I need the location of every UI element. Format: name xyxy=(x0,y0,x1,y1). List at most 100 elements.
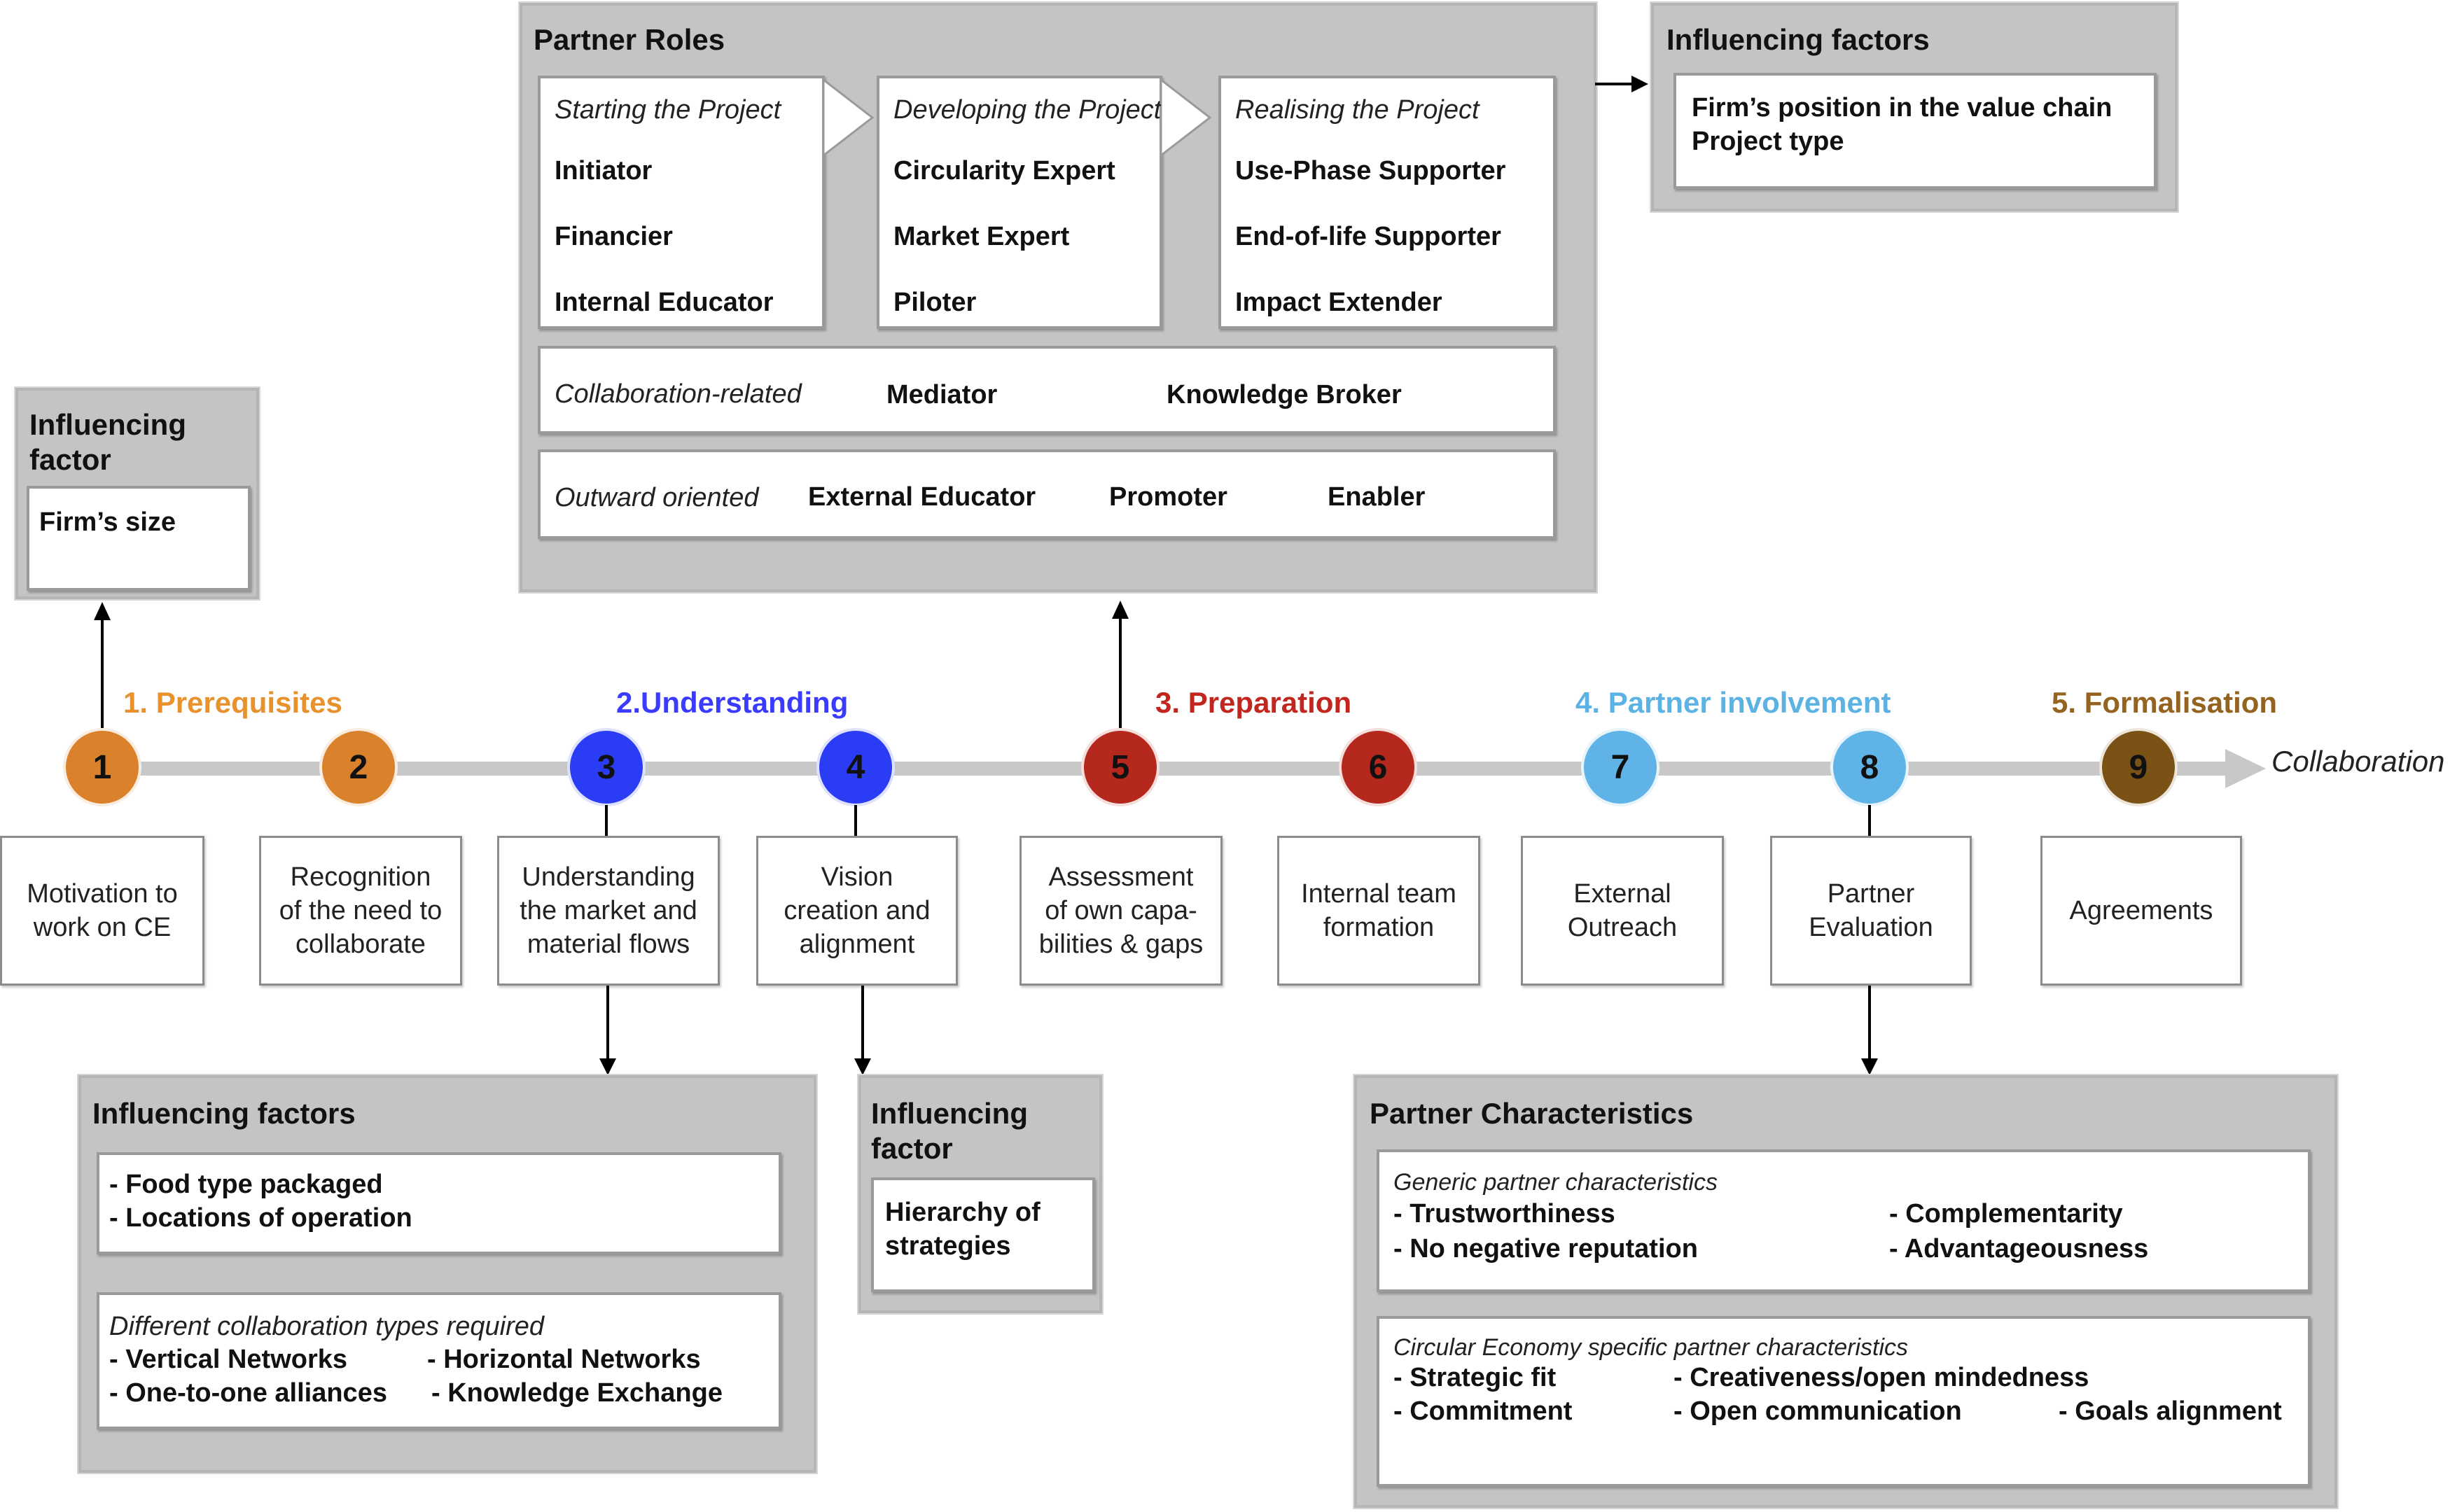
chevron-arrow-icon xyxy=(823,78,875,157)
role-piloter: Piloter xyxy=(893,288,977,317)
role-mediator: Mediator xyxy=(886,380,998,410)
starting-project-box xyxy=(538,76,825,329)
role-initiator: Initiator xyxy=(555,156,653,186)
step-1-box: Motivation to work on CE xyxy=(0,836,204,986)
developing-project-box xyxy=(877,76,1162,329)
phase-preparation: 3. Preparation xyxy=(1155,686,1352,719)
step-5-box: Assessment of own capa- bilities & gaps xyxy=(1019,836,1223,986)
collaboration-related-label: Collaboration-related xyxy=(555,379,802,409)
influence-size-box xyxy=(27,486,251,591)
influence-vision-box xyxy=(871,1177,1095,1292)
factor-value-chain-position: Firm’s position in the value chain xyxy=(1692,93,2113,122)
generic-characteristics-box xyxy=(1377,1149,2311,1292)
influence-size-title-line2: factor xyxy=(29,443,111,476)
step-9-circle: 9 xyxy=(2099,728,2178,806)
factor-hierarchy-line1: Hierarchy of xyxy=(885,1198,1040,1227)
partner-characteristics-title: Partner Characteristics xyxy=(1370,1097,1694,1130)
phase-understanding: 2.Understanding xyxy=(616,686,849,719)
role-enabler: Enabler xyxy=(1328,482,1426,512)
factor-locations: - Locations of operation xyxy=(109,1203,412,1233)
role-impact-extender: Impact Extender xyxy=(1235,288,1442,317)
factor-hierarchy-line2: strategies xyxy=(885,1231,1011,1261)
char-creativeness: - Creativeness/open mindedness xyxy=(1673,1363,2089,1392)
influence-understanding-items-box xyxy=(97,1152,781,1254)
timeline-line xyxy=(133,762,2234,776)
influence-value-chain-box xyxy=(1673,73,2157,189)
outward-oriented-label: Outward oriented xyxy=(555,483,759,512)
char-strategic-fit: - Strategic fit xyxy=(1393,1363,1557,1392)
realising-project-label: Realising the Project xyxy=(1235,95,1480,125)
collab-vertical-networks: - Vertical Networks xyxy=(109,1345,348,1374)
arrowhead-right-icon xyxy=(1631,76,1648,92)
partner-roles-title: Partner Roles xyxy=(534,23,725,56)
char-open-communication: - Open communication xyxy=(1673,1396,1962,1426)
ce-characteristics-box xyxy=(1377,1316,2311,1487)
collaboration-types-label: Different collaboration types required xyxy=(109,1312,545,1341)
connector-line xyxy=(1868,805,1871,837)
role-financier: Financier xyxy=(555,222,673,251)
step-7-box: External Outreach xyxy=(1521,836,1724,986)
timeline-arrowhead-icon xyxy=(2225,749,2266,788)
generic-characteristics-label: Generic partner characteristics xyxy=(1393,1169,1718,1196)
connector-line xyxy=(605,805,608,837)
step-6-circle: 6 xyxy=(1339,728,1417,806)
collab-horizontal-networks: - Horizontal Networks xyxy=(427,1345,701,1374)
role-internal-educator: Internal Educator xyxy=(555,288,774,317)
char-advantageousness: - Advantageousness xyxy=(1889,1234,2149,1264)
step-4-box: Vision creation and alignment xyxy=(756,836,958,986)
step-7-circle: 7 xyxy=(1581,728,1659,806)
connector-line xyxy=(854,805,857,837)
step-1-circle: 1 xyxy=(63,728,141,806)
role-knowledge-broker: Knowledge Broker xyxy=(1167,380,1402,410)
phase-prerequisites: 1. Prerequisites xyxy=(123,686,342,719)
timeline-end-label: Collaboration xyxy=(2271,745,2445,778)
connector-arrow xyxy=(606,986,609,1064)
connector-arrow xyxy=(1119,616,1122,728)
influence-understanding-title: Influencing factors xyxy=(92,1097,356,1130)
arrowhead-down-icon xyxy=(854,1058,871,1075)
influence-size-title-line1: Influencing xyxy=(29,408,186,441)
collaboration-related-box xyxy=(538,346,1556,434)
role-circularity-expert: Circularity Expert xyxy=(893,156,1115,186)
step-3-circle: 3 xyxy=(567,728,646,806)
ce-characteristics-label: Circular Economy specific partner charac… xyxy=(1393,1334,1909,1361)
collab-knowledge-exchange: - Knowledge Exchange xyxy=(431,1378,723,1408)
step-6-box: Internal team formation xyxy=(1277,836,1480,986)
connector-arrow xyxy=(1868,986,1871,1064)
connector-arrow xyxy=(861,986,864,1064)
step-3-box: Understanding the market and material fl… xyxy=(497,836,720,986)
role-promoter: Promoter xyxy=(1109,482,1227,512)
role-market-expert: Market Expert xyxy=(893,222,1070,251)
outward-oriented-box xyxy=(538,449,1556,539)
char-commitment: - Commitment xyxy=(1393,1396,1573,1426)
char-goals-alignment: - Goals alignment xyxy=(2059,1396,2282,1426)
arrowhead-up-icon xyxy=(94,602,111,620)
collaboration-types-box xyxy=(97,1292,781,1429)
factor-firm-size: Firm’s size xyxy=(39,507,176,537)
starting-project-label: Starting the Project xyxy=(555,95,781,125)
char-no-negative-reputation: - No negative reputation xyxy=(1393,1234,1698,1264)
factor-food-type: - Food type packaged xyxy=(109,1170,383,1199)
step-2-circle: 2 xyxy=(319,728,398,806)
phase-formalisation: 5. Formalisation xyxy=(2052,686,2278,719)
collab-one-to-one: - One-to-one alliances xyxy=(109,1378,387,1408)
char-trustworthiness: - Trustworthiness xyxy=(1393,1199,1615,1228)
step-9-box: Agreements xyxy=(2040,836,2242,986)
realising-project-box xyxy=(1218,76,1556,329)
connector-arrow xyxy=(1595,83,1634,85)
role-use-phase-supporter: Use-Phase Supporter xyxy=(1235,156,1506,186)
step-8-box: Partner Evaluation xyxy=(1770,836,1972,986)
step-5-circle: 5 xyxy=(1081,728,1160,806)
role-external-educator: External Educator xyxy=(808,482,1036,512)
role-end-of-life-supporter: End-of-life Supporter xyxy=(1235,222,1501,251)
developing-project-label: Developing the Project xyxy=(893,95,1162,125)
influence-vision-title-line2: factor xyxy=(871,1132,953,1165)
factor-project-type: Project type xyxy=(1692,127,1844,156)
char-complementarity: - Complementarity xyxy=(1889,1199,2123,1228)
influence-value-chain-title: Influencing factors xyxy=(1666,23,1930,56)
influence-vision-title-line1: Influencing xyxy=(871,1097,1028,1130)
chevron-arrow-icon xyxy=(1161,78,1212,157)
arrowhead-up-icon xyxy=(1112,601,1129,619)
step-8-circle: 8 xyxy=(1830,728,1909,806)
phase-partner-involvement: 4. Partner involvement xyxy=(1575,686,1891,719)
